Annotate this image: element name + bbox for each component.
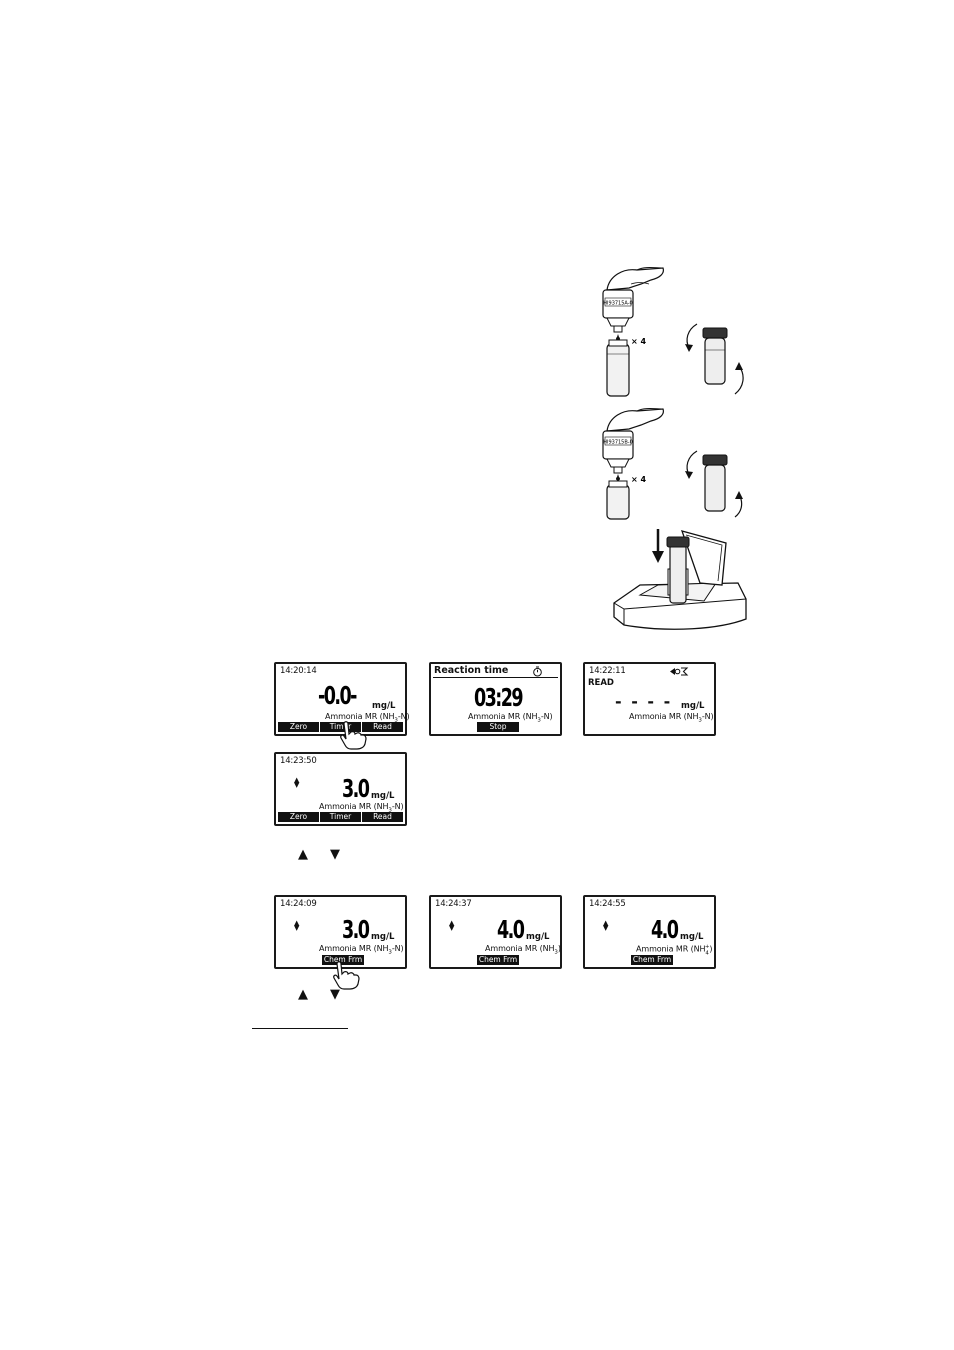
lcd-screen-chem-form-nh4: 14:24:55 ▲▼ 4.0 mg/L Ammonia MR (NH4+) C… [583, 895, 716, 969]
stop-softkey[interactable]: Stop [477, 722, 519, 732]
screen-title: Reaction time [434, 665, 509, 676]
multiplier-label: × 4 [631, 475, 646, 484]
read-softkey[interactable]: Read [362, 722, 403, 732]
reading-value: 3.0 [342, 774, 370, 803]
reagent-illustration-middle: HI93715B-0 × 4 [602, 408, 743, 520]
lcd-screen-timer: Reaction time 03:29 Ammonia MR (NH3-N) S… [429, 662, 562, 736]
clock-time: 14:23:50 [280, 756, 317, 766]
lcd-screen-chem-form-nh3: 14:24:37 ▲▼ 4.0 mg/L Ammonia MR (NH3) Ch… [429, 895, 562, 969]
reading-value: 4.0 [651, 915, 679, 944]
softkey-bar: Zero Timer Read [278, 812, 403, 822]
reading-unit: mg/L [526, 932, 550, 942]
reading-unit: mg/L [371, 932, 395, 942]
parameter-label: Ammonia MR (NH3) [485, 944, 561, 956]
clock-time: 14:22:11 [589, 666, 626, 676]
clock-time: 14:24:55 [589, 899, 626, 909]
reading-unit: mg/L [680, 932, 704, 942]
lcd-screen-chem-form-nh3n: 14:24:09 ▲▼ 3.0 mg/L Ammonia MR (NH3-N) … [274, 895, 407, 969]
status-text: READ [588, 678, 614, 688]
updown-icon: ▲▼ [449, 919, 455, 932]
parameter-label: Ammonia MR (NH3-N) [468, 712, 553, 724]
lamp-measuring-icon [670, 667, 689, 676]
stopwatch-icon [533, 666, 542, 677]
title-divider [433, 677, 558, 678]
clock-time: 14:24:09 [280, 899, 317, 909]
reading-value: 4.0 [497, 915, 525, 944]
lcd-screen-reading: 14:22:11 READ - - - - mg/L Ammonia MR (N… [583, 662, 716, 736]
footnote-rule [252, 1028, 348, 1029]
reading-unit: mg/L [371, 791, 395, 801]
reading-placeholder: - - - - [615, 692, 673, 711]
lcd-screen-result: 14:23:50 ▲▼ 3.0 mg/L Ammonia MR (NH3-N) … [274, 752, 407, 826]
down-arrow-key[interactable]: ▼ [330, 987, 340, 1002]
parameter-label: Ammonia MR (NH3-N) [319, 944, 404, 956]
reading-value: 3.0 [342, 915, 370, 944]
chem-form-softkey[interactable]: Chem Frm [631, 955, 673, 965]
softkey-bar: Zero Timer Read [278, 722, 403, 732]
chem-form-softkey[interactable]: Chem Frm [477, 955, 519, 965]
down-arrow-key[interactable]: ▼ [330, 847, 340, 862]
parameter-label: Ammonia MR (NH3-N) [325, 712, 410, 724]
bottle-label-b: HI93715B-0 [603, 440, 633, 446]
bottle-label-a: HI93715A-0 [603, 301, 632, 307]
updown-icon: ▲▼ [603, 919, 609, 932]
reagent-illustration-top: HI93715A-0 × 4 [602, 267, 744, 397]
reading-value: -0.0- [318, 681, 357, 710]
parameter-label: Ammonia MR (NH3-N) [319, 802, 404, 814]
timer-softkey[interactable]: Timer [320, 812, 361, 822]
pointing-hand-icon [333, 961, 360, 990]
lcd-screen-zero: 14:20:14 -0.0- mg/L Ammonia MR (NH3-N) Z… [274, 662, 410, 736]
updown-icon: ▲▼ [294, 919, 300, 932]
chem-form-softkey[interactable]: Chem Frm [322, 955, 364, 965]
read-softkey[interactable]: Read [362, 812, 403, 822]
parameter-label: Ammonia MR (NH3-N) [629, 712, 714, 724]
reading-unit: mg/L [681, 701, 705, 711]
clock-time: 14:24:37 [435, 899, 472, 909]
zero-softkey[interactable]: Zero [278, 722, 319, 732]
timer-softkey[interactable]: Timer [320, 722, 361, 732]
zero-softkey[interactable]: Zero [278, 812, 319, 822]
updown-icon: ▲▼ [294, 776, 300, 789]
reading-unit: mg/L [372, 701, 396, 711]
meter-insert-illustration [613, 529, 747, 630]
parameter-label: Ammonia MR (NH4+) [636, 944, 713, 957]
countdown-value: 03:29 [474, 683, 524, 712]
up-arrow-key[interactable]: ▲ [298, 987, 308, 1002]
clock-time: 14:20:14 [280, 666, 317, 676]
up-arrow-key[interactable]: ▲ [298, 847, 308, 862]
multiplier-label: × 4 [631, 337, 646, 346]
pointing-hand-icon [340, 721, 367, 750]
